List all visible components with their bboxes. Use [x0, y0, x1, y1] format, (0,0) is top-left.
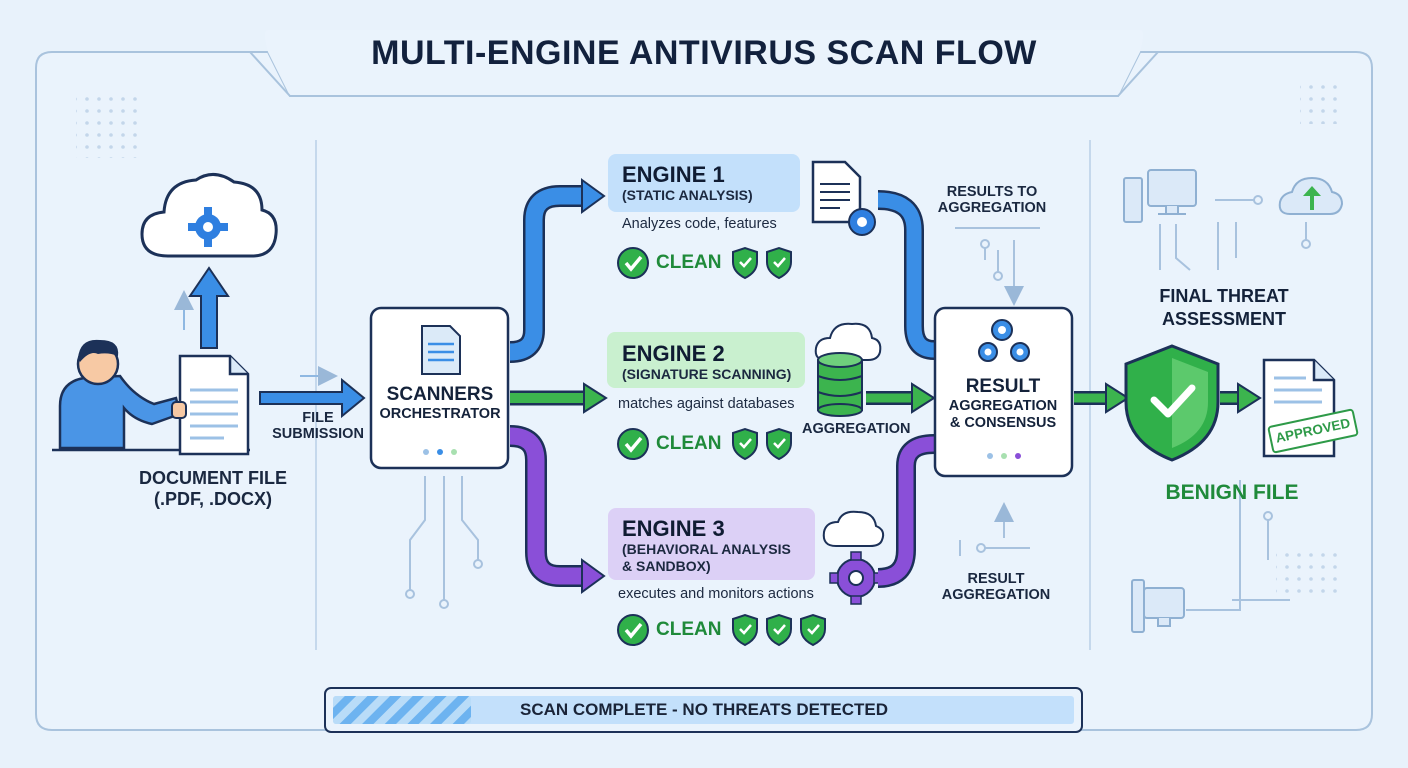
- submission-label: FILE SUBMISSION: [272, 410, 364, 442]
- laptop-icon: [1131, 579, 1185, 633]
- engine-2-header: [607, 332, 805, 388]
- engine-2-title: ENGINE 2: [622, 341, 725, 366]
- dot-grid: [1276, 548, 1342, 598]
- shield-check-icon: [1124, 344, 1220, 462]
- aggregation-label: AGGREGATION: [802, 421, 911, 437]
- engine-2-subtitle: (SIGNATURE SCANNING): [622, 366, 792, 382]
- orchestrator-box: [369, 306, 510, 470]
- desktop-computer-icon: [1123, 169, 1197, 223]
- status-bar-text: SCAN COMPLETE - NO THREATS DETECTED: [519, 700, 889, 719]
- cloud-gear-icon: [140, 173, 278, 258]
- clean-check-icons: [617, 247, 649, 646]
- aggregator-label: RESULT AGGREGATION & CONSENSUS: [948, 376, 1058, 431]
- cloud-upload-icon: [1278, 176, 1344, 215]
- circuit-lines: [405, 476, 483, 609]
- orchestrator-label: SCANNERS ORCHESTRATOR: [379, 384, 501, 422]
- sandbox-gear-icon: [822, 510, 885, 605]
- user-icon: [52, 339, 250, 452]
- result-aggregation-label: RESULT AGGREGATION: [941, 571, 1051, 603]
- submission-arrow: [259, 377, 366, 419]
- results-to-aggregation-label: RESULTS TO AGGREGATION: [937, 184, 1047, 216]
- outer-frame: [35, 51, 1373, 731]
- engine-3-header: [608, 508, 815, 580]
- document-label: DOCUMENT FILE (.PDF, .DOCX): [139, 468, 287, 509]
- engine-3-title: ENGINE 3: [622, 516, 725, 541]
- engine-1-description: Analyzes code, features: [622, 216, 777, 232]
- document-icon: [171, 354, 250, 456]
- diagram-title: MULTI-ENGINE ANTIVIRUS SCAN FLOW: [371, 34, 1037, 72]
- title-tab: [265, 30, 1143, 96]
- final-assessment-heading: FINAL THREAT ASSESSMENT: [1159, 286, 1289, 329]
- engine-1-subtitle: (STATIC ANALYSIS): [622, 187, 753, 203]
- database-icon: [814, 322, 882, 417]
- engine-3-subtitle: (BEHAVIORAL ANALYSIS & SANDBOX): [622, 541, 791, 574]
- code-document-icon: [811, 160, 876, 236]
- upload-arrow: [188, 266, 230, 349]
- dot-grid: [1300, 82, 1342, 124]
- verdict-label: BENIGN FILE: [1165, 481, 1299, 504]
- engine-1-title: ENGINE 1: [622, 162, 725, 187]
- aggregator-box: [933, 306, 1074, 478]
- engine-1-status: CLEAN: [656, 252, 722, 273]
- engine-3-status: CLEAN: [656, 619, 722, 640]
- engine-2-description: matches against databases: [618, 396, 795, 412]
- engine-2-status: CLEAN: [656, 433, 722, 454]
- engine-3-description: executes and monitors actions: [618, 586, 814, 602]
- dot-grid: [76, 92, 142, 158]
- engine-1-header: [608, 154, 800, 212]
